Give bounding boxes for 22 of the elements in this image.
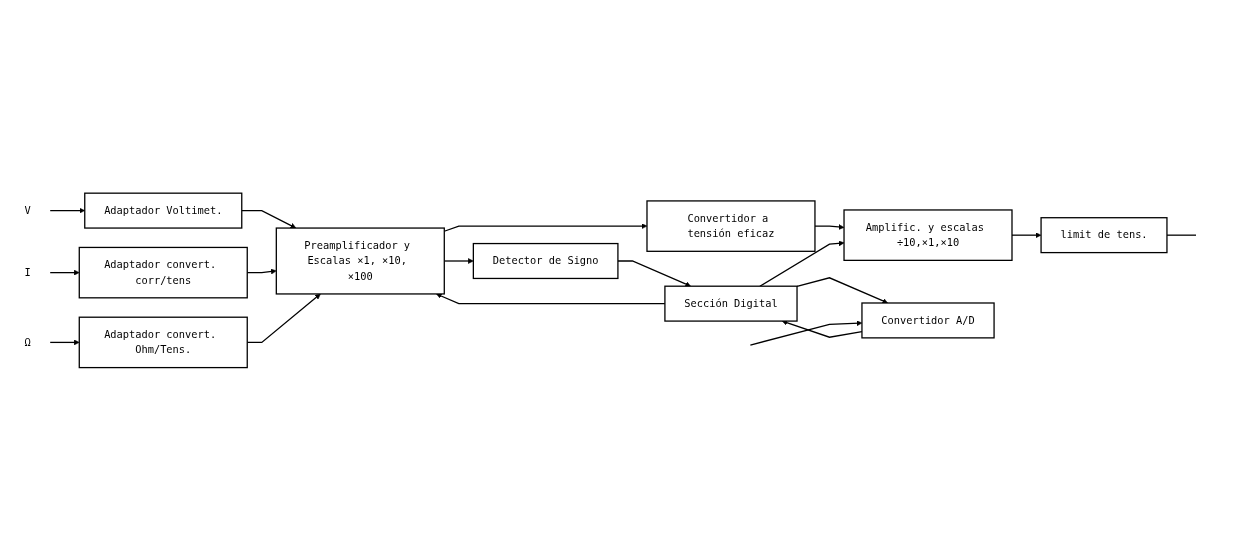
node-text: V: [24, 203, 31, 217]
arrow: [241, 209, 297, 228]
connector: [1166, 234, 1197, 236]
node-box: Amplific. y escalas ÷10,×1,×10: [843, 208, 1013, 261]
node-box: Sección Digital: [664, 285, 798, 322]
node-box: Adaptador convert. corr/tens: [78, 246, 248, 299]
node-box: limit de tens.: [1040, 216, 1168, 253]
node-text: Ω: [24, 335, 31, 348]
node-box: Adaptador Voltimet.: [84, 192, 243, 229]
arrow: [796, 276, 888, 304]
node-box: Adaptador convert. Ohm/Tens.: [78, 316, 248, 368]
node-box: Convertidor a tensión eficaz: [646, 199, 816, 252]
node-box: Detector de Signo: [472, 242, 619, 279]
node-box: Convertidor A/D: [861, 301, 995, 339]
arrow: [49, 339, 80, 345]
arrow: [49, 269, 80, 276]
arrow: [759, 240, 845, 287]
arrow: [49, 207, 85, 214]
node-box: Preamplificador y Escalas ×1, ×10, ×100: [275, 227, 445, 295]
arrow: [814, 223, 845, 230]
node-text: I: [24, 265, 31, 279]
arrow: [617, 259, 691, 287]
